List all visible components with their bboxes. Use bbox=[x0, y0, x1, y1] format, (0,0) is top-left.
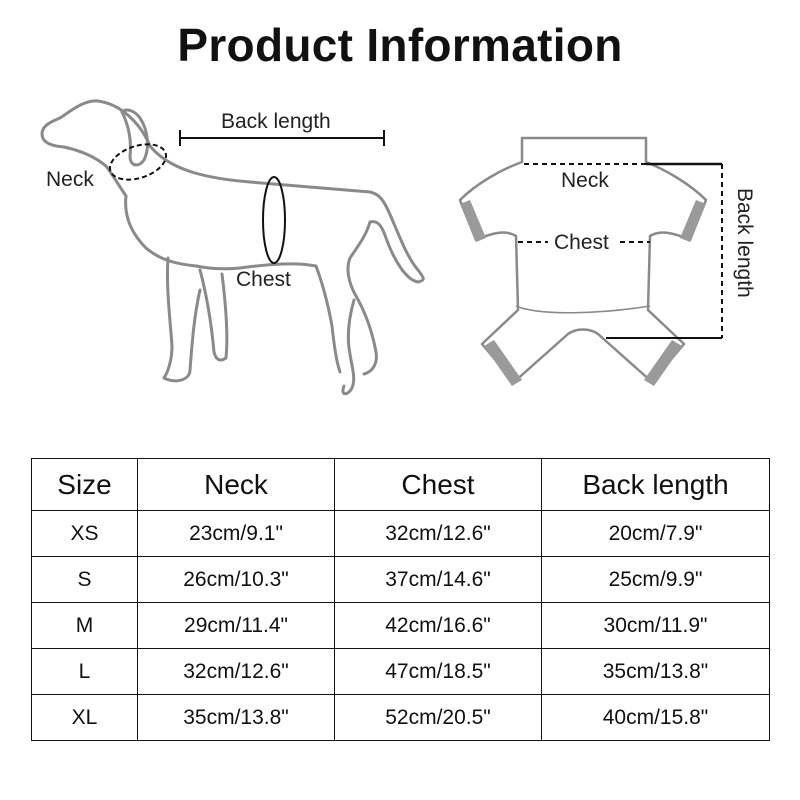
neck-cell: 35cm/13.8" bbox=[137, 694, 335, 741]
chest-cell: 42cm/16.6" bbox=[334, 602, 542, 649]
size-cell: XS bbox=[31, 510, 138, 557]
table-row: L 32cm/12.6" 47cm/18.5" 35cm/13.8" bbox=[31, 648, 770, 695]
header-size: Size bbox=[31, 458, 138, 511]
dog-chest-label: Chest bbox=[236, 268, 291, 291]
back-length-cell: 40cm/15.8" bbox=[541, 694, 770, 741]
chest-cell: 47cm/18.5" bbox=[334, 648, 542, 695]
garment-back-length-label: Back length bbox=[733, 188, 756, 298]
table-row: XL 35cm/13.8" 52cm/20.5" 40cm/15.8" bbox=[31, 694, 770, 741]
table-row: M 29cm/11.4" 42cm/16.6" 30cm/11.9" bbox=[31, 602, 770, 649]
size-cell: M bbox=[31, 602, 138, 649]
size-cell: XL bbox=[31, 694, 138, 741]
garment-chest-label: Chest bbox=[554, 231, 609, 254]
header-back-length: Back length bbox=[541, 458, 770, 511]
back-length-cell: 30cm/11.9" bbox=[541, 602, 770, 649]
garment-neck-label: Neck bbox=[561, 169, 609, 192]
neck-cell: 23cm/9.1" bbox=[137, 510, 335, 557]
neck-cell: 32cm/12.6" bbox=[137, 648, 335, 695]
table-row: S 26cm/10.3" 37cm/14.6" 25cm/9.9" bbox=[31, 556, 770, 603]
size-cell: S bbox=[31, 556, 138, 603]
back-length-cell: 20cm/7.9" bbox=[541, 510, 770, 557]
neck-cell: 29cm/11.4" bbox=[137, 602, 335, 649]
back-length-cell: 25cm/9.9" bbox=[541, 556, 770, 603]
header-neck: Neck bbox=[137, 458, 335, 511]
size-cell: L bbox=[31, 648, 138, 695]
dog-neck-label: Neck bbox=[46, 168, 94, 191]
chest-cell: 32cm/12.6" bbox=[334, 510, 542, 557]
chest-cell: 52cm/20.5" bbox=[334, 694, 542, 741]
garment-illustration bbox=[458, 136, 723, 386]
dog-illustration bbox=[40, 99, 425, 396]
chest-cell: 37cm/14.6" bbox=[334, 556, 542, 603]
table-row: XS 23cm/9.1" 32cm/12.6" 20cm/7.9" bbox=[31, 510, 770, 557]
size-chart-table: Size Neck Chest Back length XS 23cm/9.1"… bbox=[31, 458, 770, 741]
table-header-row: Size Neck Chest Back length bbox=[31, 458, 770, 511]
neck-cell: 26cm/10.3" bbox=[137, 556, 335, 603]
dog-back-length-label: Back length bbox=[221, 110, 331, 133]
header-chest: Chest bbox=[334, 458, 542, 511]
back-length-cell: 35cm/13.8" bbox=[541, 648, 770, 695]
page-title: Product Information bbox=[177, 19, 623, 71]
